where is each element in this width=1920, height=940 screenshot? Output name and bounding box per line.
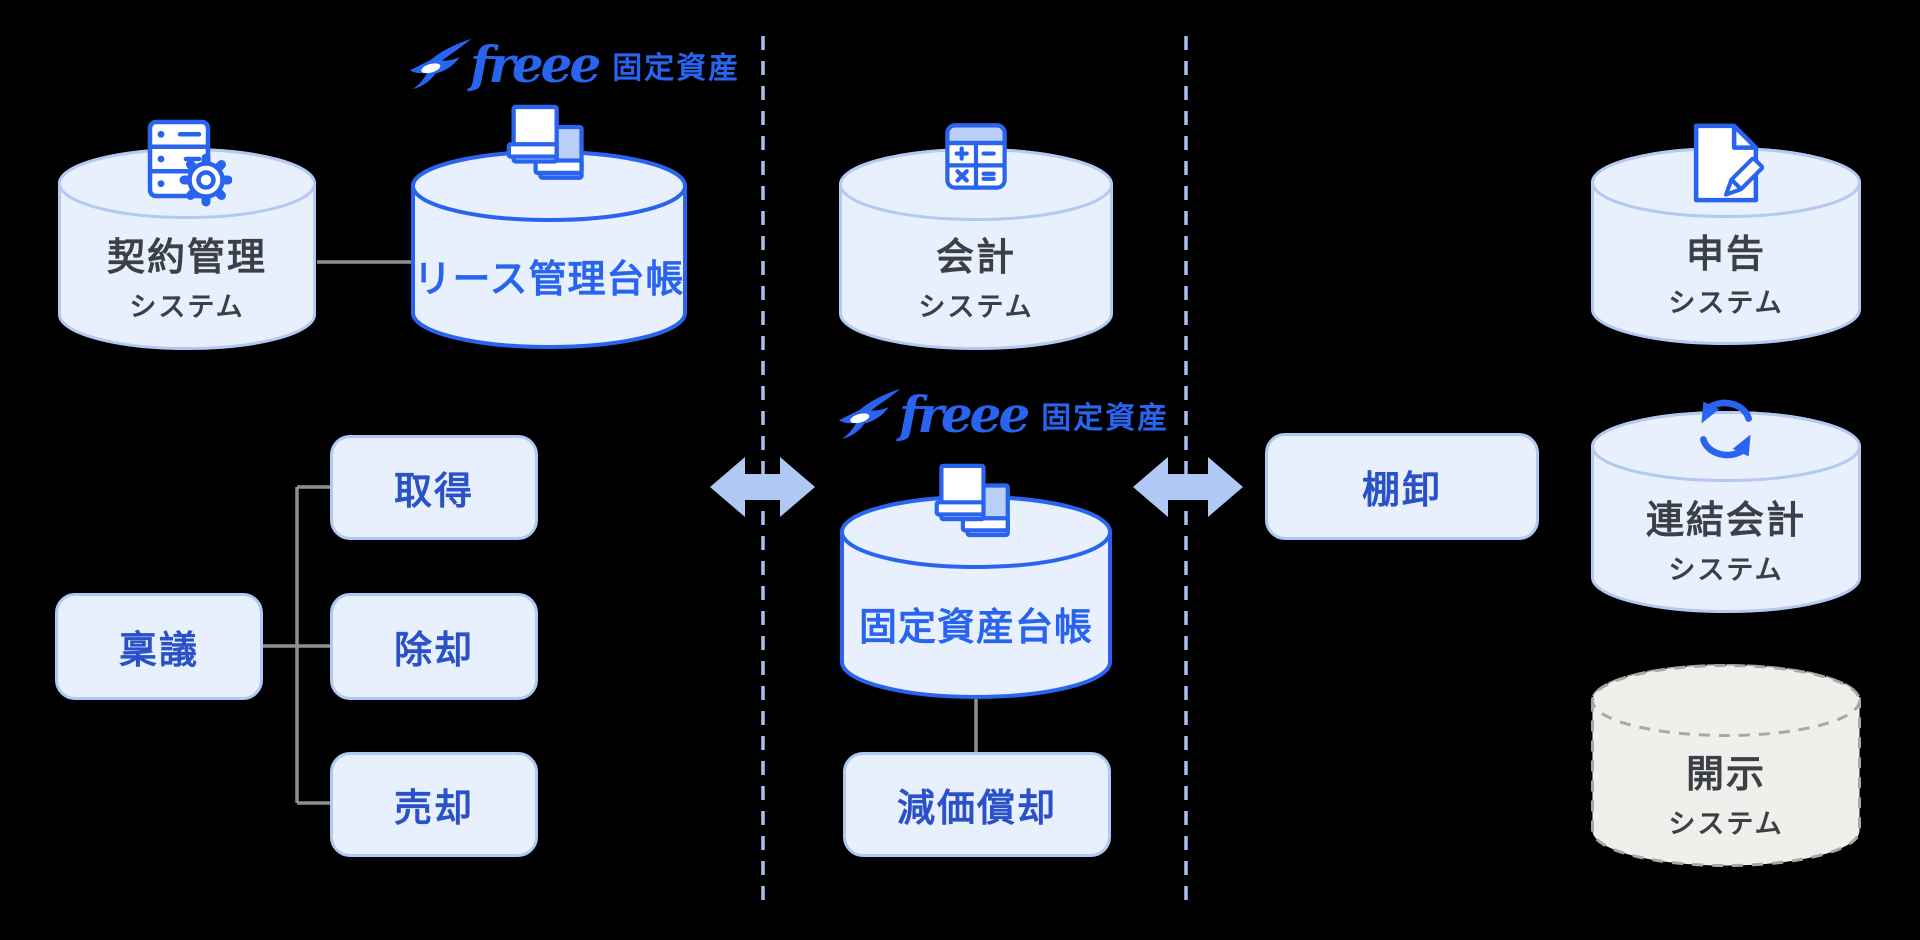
double-arrow-left <box>710 457 815 517</box>
sync-icon <box>1684 395 1768 463</box>
box-label: 棚卸 <box>1361 470 1442 512</box>
books-icon <box>505 103 593 195</box>
swallow-bird-icon <box>409 38 472 90</box>
node-subtitle: システム <box>1668 808 1784 839</box>
box-label: 稟議 <box>118 630 199 672</box>
cylinder-accounting-system: 会計 システム <box>838 123 1114 351</box>
box-sale: 売却 <box>330 752 538 857</box>
box-label: 除却 <box>393 630 474 672</box>
calculator-icon <box>944 122 1008 191</box>
box-label: 取得 <box>393 471 474 513</box>
box-acquisition: 取得 <box>330 435 538 540</box>
freee-logo-middle: freee 固定資産 <box>835 384 1169 446</box>
double-arrow-right <box>1133 457 1243 517</box>
document-pencil-icon <box>1688 121 1765 205</box>
logo-product-name: 固定資産 <box>1041 402 1170 435</box>
node-title: 開示 <box>1685 753 1766 796</box>
freee-wordmark: freee <box>470 35 601 94</box>
box-inventory: 棚卸 <box>1265 433 1539 540</box>
node-subtitle: システム <box>129 291 245 322</box>
node-subtitle: システム <box>1668 554 1784 585</box>
logo-product-name: 固定資産 <box>612 52 741 85</box>
cylinder-filing-system: 申告 システム <box>1590 123 1862 346</box>
node-title: 契約管理 <box>106 237 267 280</box>
server-gear-icon <box>142 117 233 207</box>
box-approval: 稟議 <box>55 593 263 700</box>
box-label: 売却 <box>393 788 474 830</box>
cylinder-lease-ledger: リース管理台帳 <box>410 104 688 350</box>
cylinder-disclosure-system: 開示 システム <box>1590 663 1862 868</box>
node-title: 連結会計 <box>1645 500 1806 543</box>
cylinder-consolidated-accounting-system: 連結会計 システム <box>1590 399 1862 614</box>
box-depreciation: 減価償却 <box>843 752 1111 857</box>
books-icon <box>933 462 1019 552</box>
cylinder-fixed-asset-ledger: 固定資産台帳 <box>839 463 1113 700</box>
swallow-bird-icon <box>838 388 901 440</box>
cylinder-contract-system: 契約管理 システム <box>57 119 317 351</box>
box-label: 減価償却 <box>896 788 1057 830</box>
node-title: リース管理台帳 <box>413 258 685 301</box>
freee-wordmark: freee <box>899 385 1030 444</box>
node-subtitle: システム <box>1668 288 1784 319</box>
node-title: 会計 <box>935 237 1016 280</box>
node-subtitle: システム <box>918 291 1034 322</box>
node-title: 固定資産台帳 <box>858 607 1093 650</box>
node-title: 申告 <box>1685 233 1766 276</box>
box-retirement: 除却 <box>330 593 538 700</box>
freee-logo-top: freee 固定資産 <box>406 34 740 96</box>
